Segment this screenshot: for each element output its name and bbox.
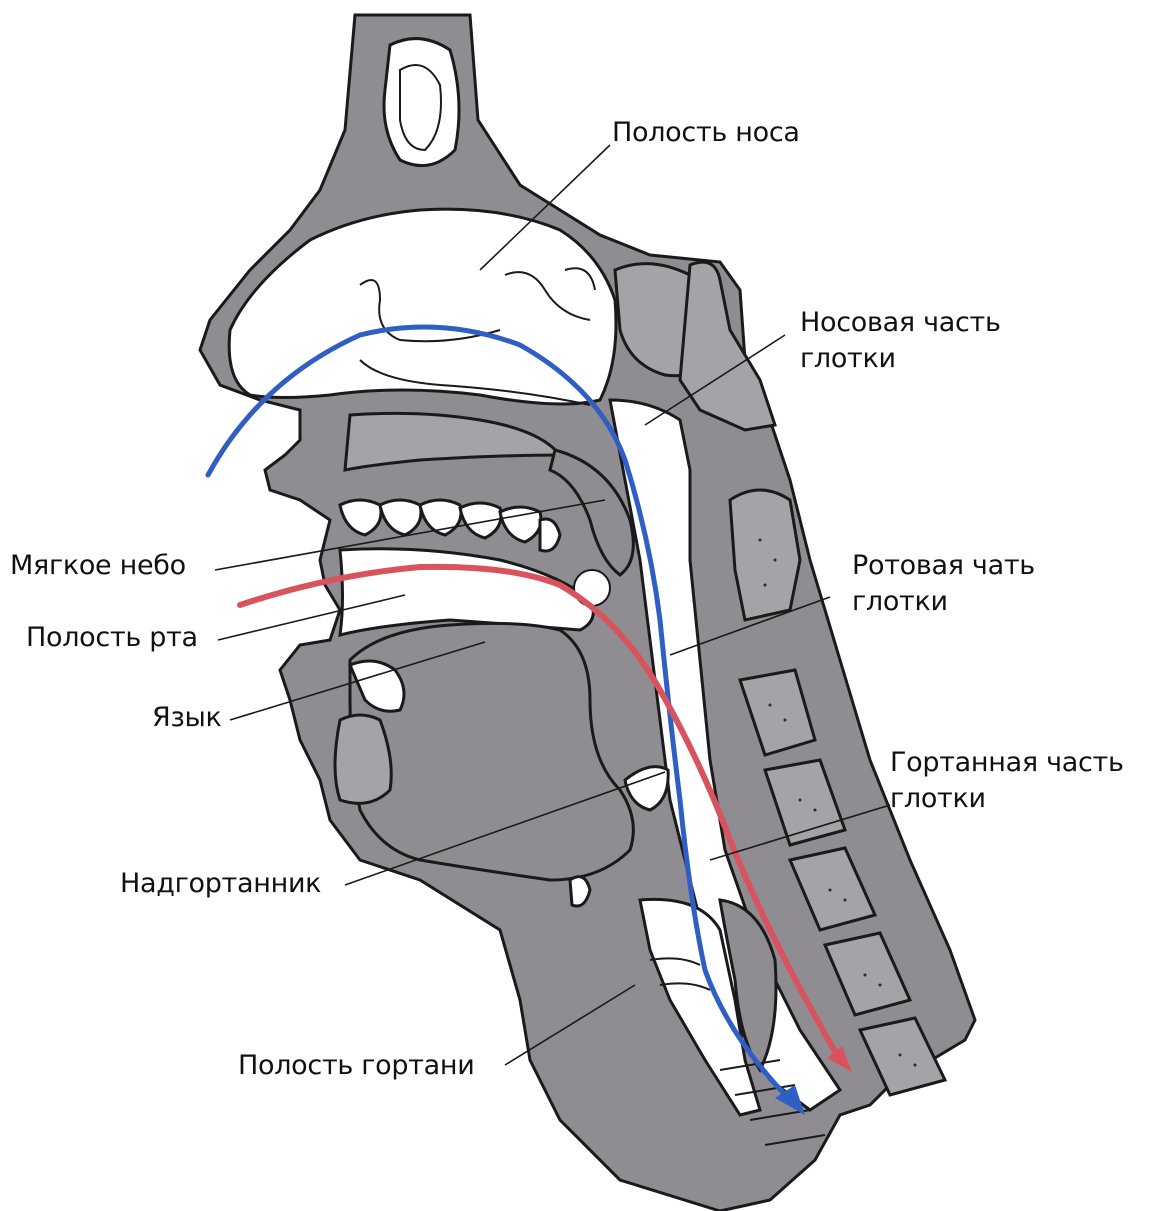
label-oral-cavity: Полость рта bbox=[26, 620, 198, 656]
mandible-bone bbox=[335, 715, 391, 803]
label-nasal-cavity: Полость носа bbox=[612, 115, 800, 151]
label-epiglottis: Надгортанник bbox=[120, 866, 321, 902]
label-tongue: Язык bbox=[152, 700, 222, 736]
label-soft-palate: Мягкое небо bbox=[10, 548, 186, 584]
frontal-sinus bbox=[384, 39, 459, 166]
label-larynx-cavity: Полость гортани bbox=[238, 1048, 474, 1084]
